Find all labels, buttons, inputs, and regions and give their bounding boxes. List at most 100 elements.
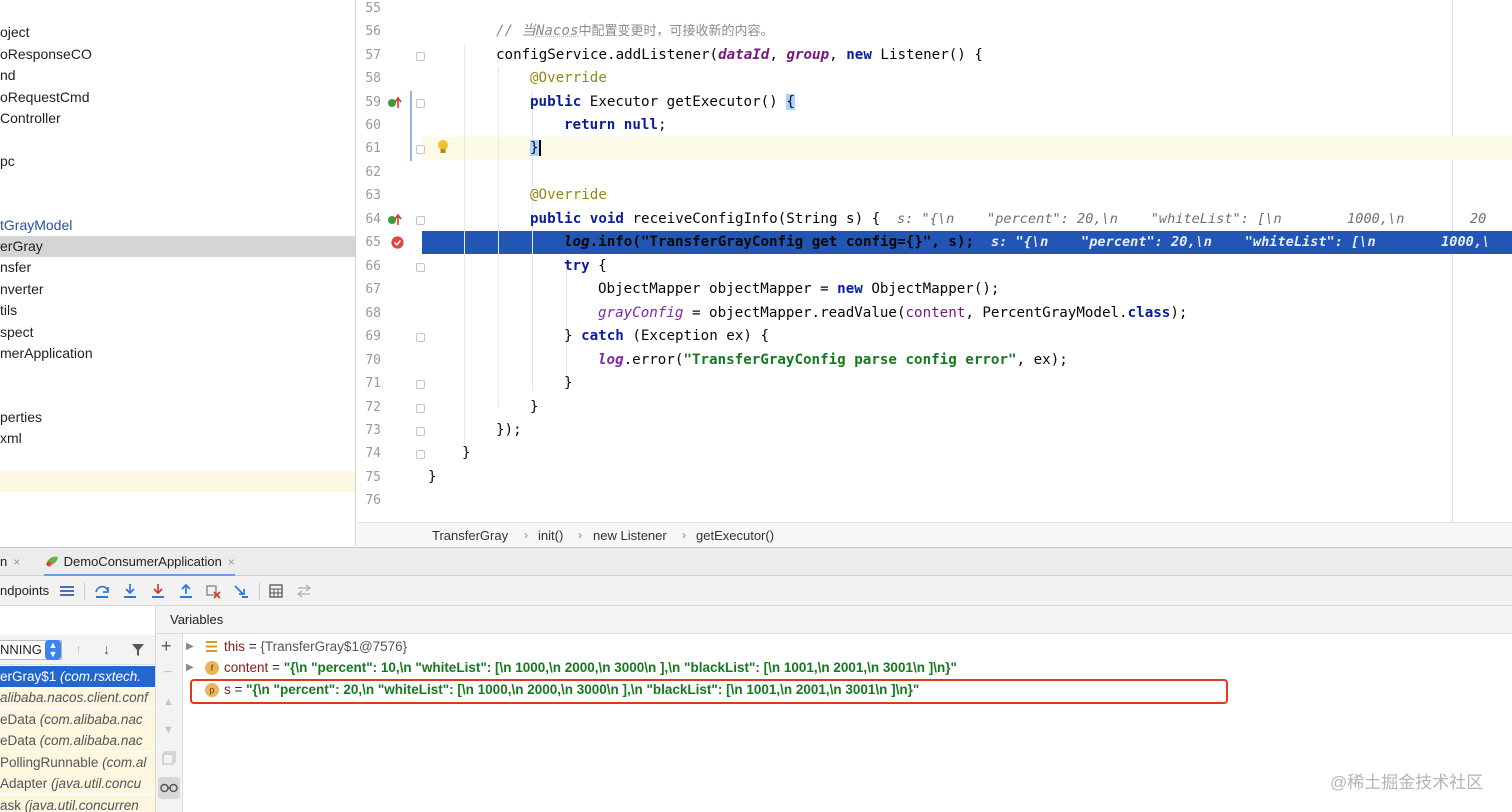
fold-toggle[interactable] xyxy=(416,52,425,61)
tree-item[interactable]: perties xyxy=(0,407,355,428)
fold-toggle[interactable] xyxy=(416,145,425,154)
step-over-icon[interactable] xyxy=(92,581,112,601)
code-line-71[interactable]: } xyxy=(564,375,573,391)
fold-toggle[interactable] xyxy=(416,427,425,436)
tree-item[interactable]: nverter xyxy=(0,279,355,300)
frame-item[interactable]: eData (com.alibaba.nac xyxy=(0,709,155,730)
tree-item[interactable]: tils xyxy=(0,300,355,321)
frame-item[interactable]: eData (com.alibaba.nac xyxy=(0,730,155,751)
fold-toggle[interactable] xyxy=(416,404,425,413)
expand-arrow-icon[interactable]: ▶ xyxy=(186,641,194,652)
tab-debug[interactable]: n× xyxy=(0,548,20,576)
breadcrumb-item[interactable]: init() xyxy=(538,528,564,543)
code-line-65[interactable]: log.info("TransferGrayConfig get config=… xyxy=(564,231,974,254)
editor-gutter[interactable]: 55 56 57 58 59 60 61 62 63 64 65 66 67 6… xyxy=(357,0,425,522)
code-line-58[interactable]: @Override xyxy=(530,70,607,86)
vcs-change-marker[interactable] xyxy=(410,91,412,161)
code-line-74[interactable]: } xyxy=(462,445,471,461)
fold-toggle[interactable] xyxy=(416,380,425,389)
code-line-72[interactable]: } xyxy=(530,399,539,415)
tree-item[interactable]: nsfer xyxy=(0,257,355,278)
add-watch-icon[interactable]: + xyxy=(161,636,172,656)
code-line-57[interactable]: configService.addListener(dataId, group,… xyxy=(496,44,983,67)
code-line-67[interactable]: ObjectMapper objectMapper = new ObjectMa… xyxy=(598,278,999,301)
tree-item[interactable]: pc xyxy=(0,151,355,172)
breakpoint-icon[interactable] xyxy=(390,235,405,250)
breadcrumb-item[interactable]: TransferGray xyxy=(432,528,509,543)
expand-arrow-icon[interactable]: ▶ xyxy=(186,662,194,673)
frames-menu-icon[interactable] xyxy=(57,581,77,601)
duplicate-watch-icon[interactable] xyxy=(162,751,176,765)
variable-row[interactable]: ▶ f content = "{\n "percent": 10,\n "whi… xyxy=(183,657,1483,678)
field-badge-icon: f xyxy=(205,661,219,675)
tree-item[interactable]: oRequestCmd xyxy=(0,87,355,108)
show-watches-toggle[interactable] xyxy=(158,777,180,799)
code-line-73[interactable]: }); xyxy=(496,422,522,438)
filter-icon[interactable] xyxy=(131,643,145,657)
evaluate-expression-icon[interactable] xyxy=(266,581,286,601)
close-icon[interactable]: × xyxy=(227,555,235,569)
fold-toggle[interactable] xyxy=(416,263,425,272)
arrow-down-icon[interactable]: ↓ xyxy=(103,641,110,657)
override-method-icon[interactable] xyxy=(387,95,403,111)
run-to-cursor-icon[interactable] xyxy=(231,581,251,601)
frame-item[interactable]: ask (java.util.concurren xyxy=(0,795,155,812)
tree-item[interactable]: oject xyxy=(0,22,355,43)
code-token: "TransferGrayConfig get config={}" xyxy=(640,234,932,250)
step-out-icon[interactable] xyxy=(176,581,196,601)
code-line-63[interactable]: @Override xyxy=(530,187,607,203)
fold-toggle[interactable] xyxy=(416,216,425,225)
tree-item[interactable]: spect xyxy=(0,322,355,343)
code-line-70[interactable]: log.error("TransferGrayConfig parse conf… xyxy=(598,349,1068,372)
code-line-68[interactable]: grayConfig = objectMapper.readValue(cont… xyxy=(598,302,1187,325)
drop-frame-icon[interactable] xyxy=(203,581,223,601)
code-line-59[interactable]: public Executor getExecutor() { xyxy=(530,91,795,114)
step-into-icon[interactable] xyxy=(120,581,140,601)
variable-row[interactable]: p s = "{\n "percent": 20,\n "whiteList":… xyxy=(183,679,1483,700)
code-line-75[interactable]: } xyxy=(428,469,437,485)
frame-item-selected[interactable]: erGray$1 (com.rsxtech. xyxy=(0,666,155,687)
lightbulb-icon[interactable] xyxy=(436,139,450,157)
tab-label: DemoConsumerApplication xyxy=(63,554,222,569)
trace-current-stream-icon[interactable] xyxy=(294,581,314,601)
arrow-up-icon[interactable]: ↑ xyxy=(75,641,82,657)
tree-item[interactable]: xml xyxy=(0,428,355,449)
thread-select[interactable]: NNING▲▼ xyxy=(0,640,62,660)
code-editor[interactable]: 55 56 57 58 59 60 61 62 63 64 65 66 67 6… xyxy=(357,0,1512,522)
move-up-icon[interactable]: ▲ xyxy=(163,696,174,708)
code-line-61[interactable]: } xyxy=(530,137,541,160)
code-line-60[interactable]: return null; xyxy=(564,114,667,137)
comment-text: // 当 xyxy=(496,23,536,39)
fold-toggle[interactable] xyxy=(416,99,425,108)
chevron-right-icon: › xyxy=(682,528,686,542)
move-down-icon[interactable]: ▼ xyxy=(163,724,174,736)
fold-toggle[interactable] xyxy=(416,450,425,459)
breadcrumb-item[interactable]: new Listener xyxy=(593,528,667,543)
frame-item[interactable]: PollingRunnable (com.al xyxy=(0,752,155,773)
tree-item[interactable]: nd xyxy=(0,65,355,86)
fold-toggle[interactable] xyxy=(416,333,425,342)
override-method-icon[interactable] xyxy=(387,212,403,228)
line-number: 75 xyxy=(365,470,381,485)
endpoints-tab[interactable]: ndpoints xyxy=(0,583,50,598)
tree-item[interactable]: tGrayModel xyxy=(0,215,355,236)
tree-item-highlight[interactable] xyxy=(0,471,355,492)
variable-row[interactable]: ▶ this = {TransferGray$1@7576} xyxy=(183,636,1483,657)
tree-item[interactable]: Controller xyxy=(0,108,355,129)
remove-watch-icon[interactable]: − xyxy=(163,664,173,681)
glasses-icon xyxy=(160,783,178,793)
frame-item[interactable]: Adapter (java.util.concu xyxy=(0,773,155,794)
close-icon[interactable]: × xyxy=(13,555,21,569)
code-line-69[interactable]: } catch (Exception ex) { xyxy=(564,325,769,348)
tab-demo-consumer-application[interactable]: DemoConsumerApplication × xyxy=(44,548,235,576)
tree-item[interactable]: merApplication xyxy=(0,343,355,364)
breadcrumb-item[interactable]: getExecutor() xyxy=(696,528,775,543)
tree-item-selected[interactable]: erGray xyxy=(0,236,355,257)
tree-item[interactable]: oResponseCO xyxy=(0,44,355,65)
code-line-66[interactable]: try { xyxy=(564,255,607,278)
frame-class: (java.util.concurren xyxy=(24,798,139,812)
force-step-into-icon[interactable] xyxy=(148,581,168,601)
code-line-64[interactable]: public void receiveConfigInfo(String s) … xyxy=(530,208,880,231)
frame-item[interactable]: alibaba.nacos.client.conf xyxy=(0,687,155,708)
code-line-56[interactable]: // 当Nacos中配置变更时，可接收新的内容。 xyxy=(496,20,774,43)
